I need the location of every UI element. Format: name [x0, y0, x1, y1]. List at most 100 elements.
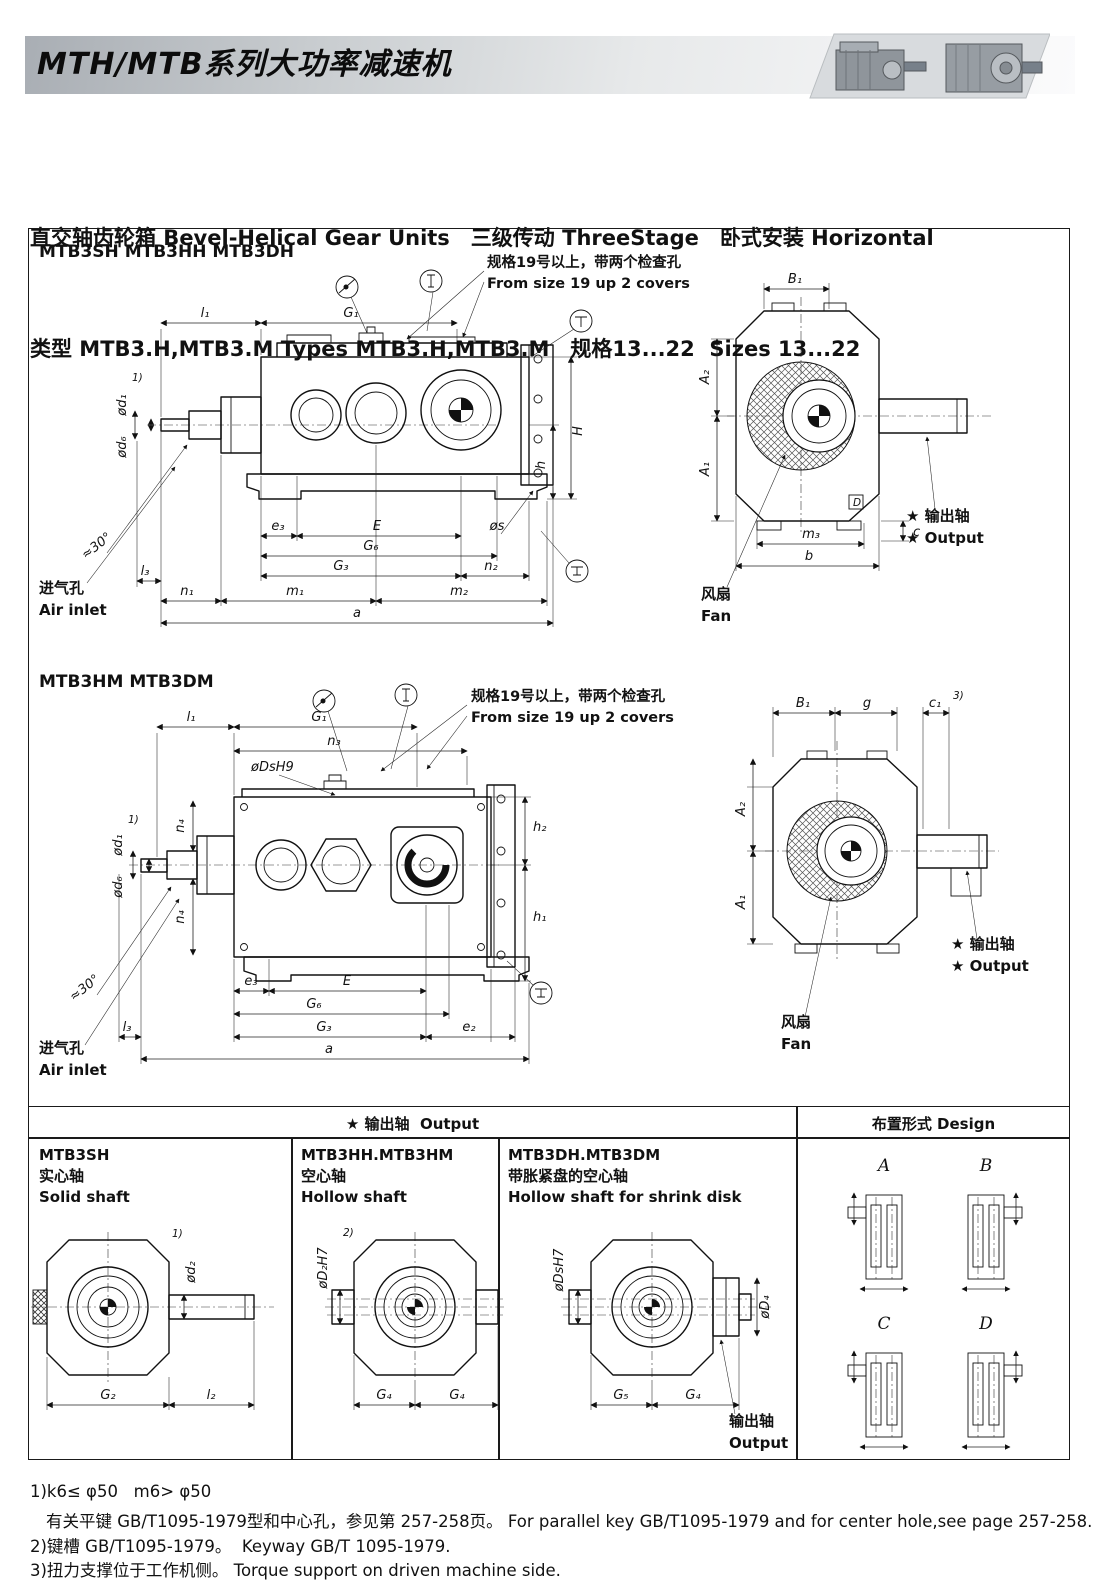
- header-gearbox-art: [809, 33, 1050, 99]
- dim3-G5: G₅: [613, 1388, 628, 1403]
- dim-h: h: [534, 461, 549, 469]
- design-unit-A: [848, 1193, 908, 1289]
- output-label-en: ★ Output: [906, 529, 984, 547]
- dim2-n3: n₃: [327, 734, 340, 749]
- col1-header: MTB3SH 实心轴 Solid shaft: [39, 1145, 130, 1208]
- design-divider: [796, 1107, 798, 1460]
- output-label-en-2: ★ Output: [951, 957, 1029, 975]
- dim3-G4b: G₄: [449, 1388, 465, 1403]
- dim3-D2H7: øD₂H7: [316, 1247, 331, 1290]
- fan-label-cn: 风扇: [701, 585, 731, 603]
- design-label-C: C: [877, 1314, 890, 1334]
- gearbox-photo-1: [835, 41, 927, 91]
- dim2-e3: e₃: [244, 974, 257, 989]
- section2-title: MTB3HM MTB3DM: [39, 672, 214, 692]
- dim-n1: n₁: [180, 584, 193, 599]
- section2-drawing: MTB3HM MTB3DM 规格19号以上，带两个检查孔 From size 1…: [39, 672, 1029, 1079]
- col-divider-1: [291, 1137, 293, 1460]
- dim-B1: B₁: [788, 272, 802, 287]
- section1-front-dimensions: B₁ A₂ A₁ m₃ b c: [698, 272, 920, 571]
- design-label-D: D: [978, 1314, 993, 1334]
- gearbox-front-view-2: [765, 741, 999, 959]
- design-label-A: A: [876, 1156, 890, 1176]
- output-leader-2: [965, 870, 978, 940]
- section1-title: MTB3SH MTB3HH MTB3DH: [39, 242, 294, 262]
- output-section-header: ★ 输出轴 Output: [345, 1115, 480, 1133]
- section2-front-dimensions: B₁ g c₁ 3) A₂ A₁: [734, 690, 964, 945]
- dim2-h1: h₁: [533, 910, 546, 925]
- dim-note1: 1): [132, 372, 143, 384]
- dim-angle: ≈30°: [79, 530, 115, 563]
- dim-m2: m₂: [450, 584, 468, 599]
- air-inlet-label-en: Air inlet: [39, 601, 107, 619]
- air-inlet-label-cn-2: 进气孔: [39, 1039, 84, 1057]
- design-arrangements: A B C D: [796, 1156, 1071, 1460]
- air-inlet-label-cn: 进气孔: [39, 579, 84, 597]
- output-label-cn-2: ★ 输出轴: [951, 935, 1015, 953]
- page-title: MTH/MTB系列大功率减速机: [37, 47, 452, 82]
- oil-drain-icon: [540, 530, 589, 583]
- section1-drawing: MTB3SH MTB3HH MTB3DH 规格19号以上，带两个检查孔 From…: [39, 242, 994, 627]
- dim-a: a: [353, 606, 361, 621]
- divider-line: [29, 1137, 1069, 1139]
- col3-header: MTB3DH.MTB3DM 带胀紧盘的空心轴 Hollow shaft for …: [508, 1145, 741, 1208]
- dim-c: c: [913, 525, 920, 540]
- dim-A1: A₁: [698, 462, 713, 477]
- section1-note-cn: 规格19号以上，带两个检查孔: [487, 253, 682, 271]
- dim3-DsH7: øDsH7: [552, 1248, 567, 1293]
- dim3-l2: l₂: [207, 1388, 216, 1403]
- output-label-cn-3: 输出轴: [729, 1412, 774, 1430]
- dim2-g: g: [863, 696, 871, 711]
- dim-m1: m₁: [286, 584, 304, 599]
- dim2-d1: ød₁: [111, 834, 126, 856]
- col2-cn: 空心轴: [301, 1167, 347, 1185]
- dim3-D4: øD₄: [758, 1295, 773, 1320]
- output-shaft-drawings: 1) ød₂ G₂ l₂: [31, 1227, 788, 1452]
- air-inlet-label-en-2: Air inlet: [39, 1061, 107, 1079]
- dim2-d6: ød₆: [111, 876, 126, 898]
- drawing-panel: MTB3SH MTB3HH MTB3DH 规格19号以上，带两个检查孔 From…: [28, 228, 1070, 1460]
- section2-note-en: From size 19 up 2 covers: [471, 710, 674, 726]
- fan-label-en: Fan: [701, 607, 731, 625]
- dim2-A1: A₁: [734, 895, 749, 910]
- dim2-note3: 3): [953, 690, 964, 702]
- footnote-2: 2)键槽 GB/T1095-1979。 Keyway GB/T 1095-197…: [30, 1537, 451, 1556]
- dim3-G2: G₂: [100, 1388, 115, 1403]
- col1-cn: 实心轴: [39, 1167, 85, 1185]
- output-hollow-shaft-drawing: 2) øD₂H7 G₄ G₄: [316, 1227, 507, 1410]
- dim-G1: G₁: [343, 306, 358, 321]
- dim-l1: l₁: [201, 306, 210, 321]
- dim-d1: ød₁: [115, 394, 130, 416]
- gearbox-side-view-2: [129, 774, 530, 982]
- footnote-3: 3)扭力支撑位于工作机侧。 Torque support on driven m…: [30, 1561, 561, 1580]
- gearbox-front-view: D: [727, 297, 994, 535]
- col3-cn: 带胀紧盘的空心轴: [508, 1167, 629, 1185]
- output-design-section: ★ 输出轴 Output 布置形式 Design MTB3SH 实心轴 Soli…: [29, 1106, 1071, 1460]
- dim-H: H: [571, 426, 586, 436]
- output-shrink-disk-drawing: øDsH7 øD₄ G₅ G₄ 输出轴 Output: [552, 1232, 788, 1452]
- output-leader: [925, 436, 936, 510]
- col1-en: Solid shaft: [39, 1188, 130, 1206]
- dim2-A2: A₂: [734, 802, 749, 817]
- dim2-e2: e₂: [462, 1020, 475, 1035]
- dim-s: øs: [489, 519, 505, 534]
- dim2-c1: c₁: [929, 696, 941, 711]
- dim-A2: A₂: [698, 370, 713, 385]
- air-inlet-leader-2: [84, 898, 180, 1046]
- fan-label-cn-2: 风扇: [781, 1013, 811, 1031]
- fan-label-en-2: Fan: [781, 1035, 811, 1053]
- section1-note-en: From size 19 up 2 covers: [487, 276, 690, 292]
- col3-en: Hollow shaft for shrink disk: [508, 1188, 742, 1206]
- output-label-en-3: Output: [729, 1434, 788, 1452]
- dim-G6: G₆: [363, 539, 378, 554]
- air-inlet-leader: [86, 466, 176, 584]
- dim2-n4b: n₄: [173, 909, 188, 923]
- dim-E: E: [373, 519, 382, 534]
- dim-l3: l₃: [141, 564, 150, 579]
- dim2-E: E: [343, 974, 352, 989]
- col2-en: Hollow shaft: [301, 1188, 407, 1206]
- dim2-l1: l₁: [187, 710, 196, 725]
- dim3-d2: ød₂: [184, 1261, 199, 1283]
- dim2-G1: G₁: [311, 710, 326, 725]
